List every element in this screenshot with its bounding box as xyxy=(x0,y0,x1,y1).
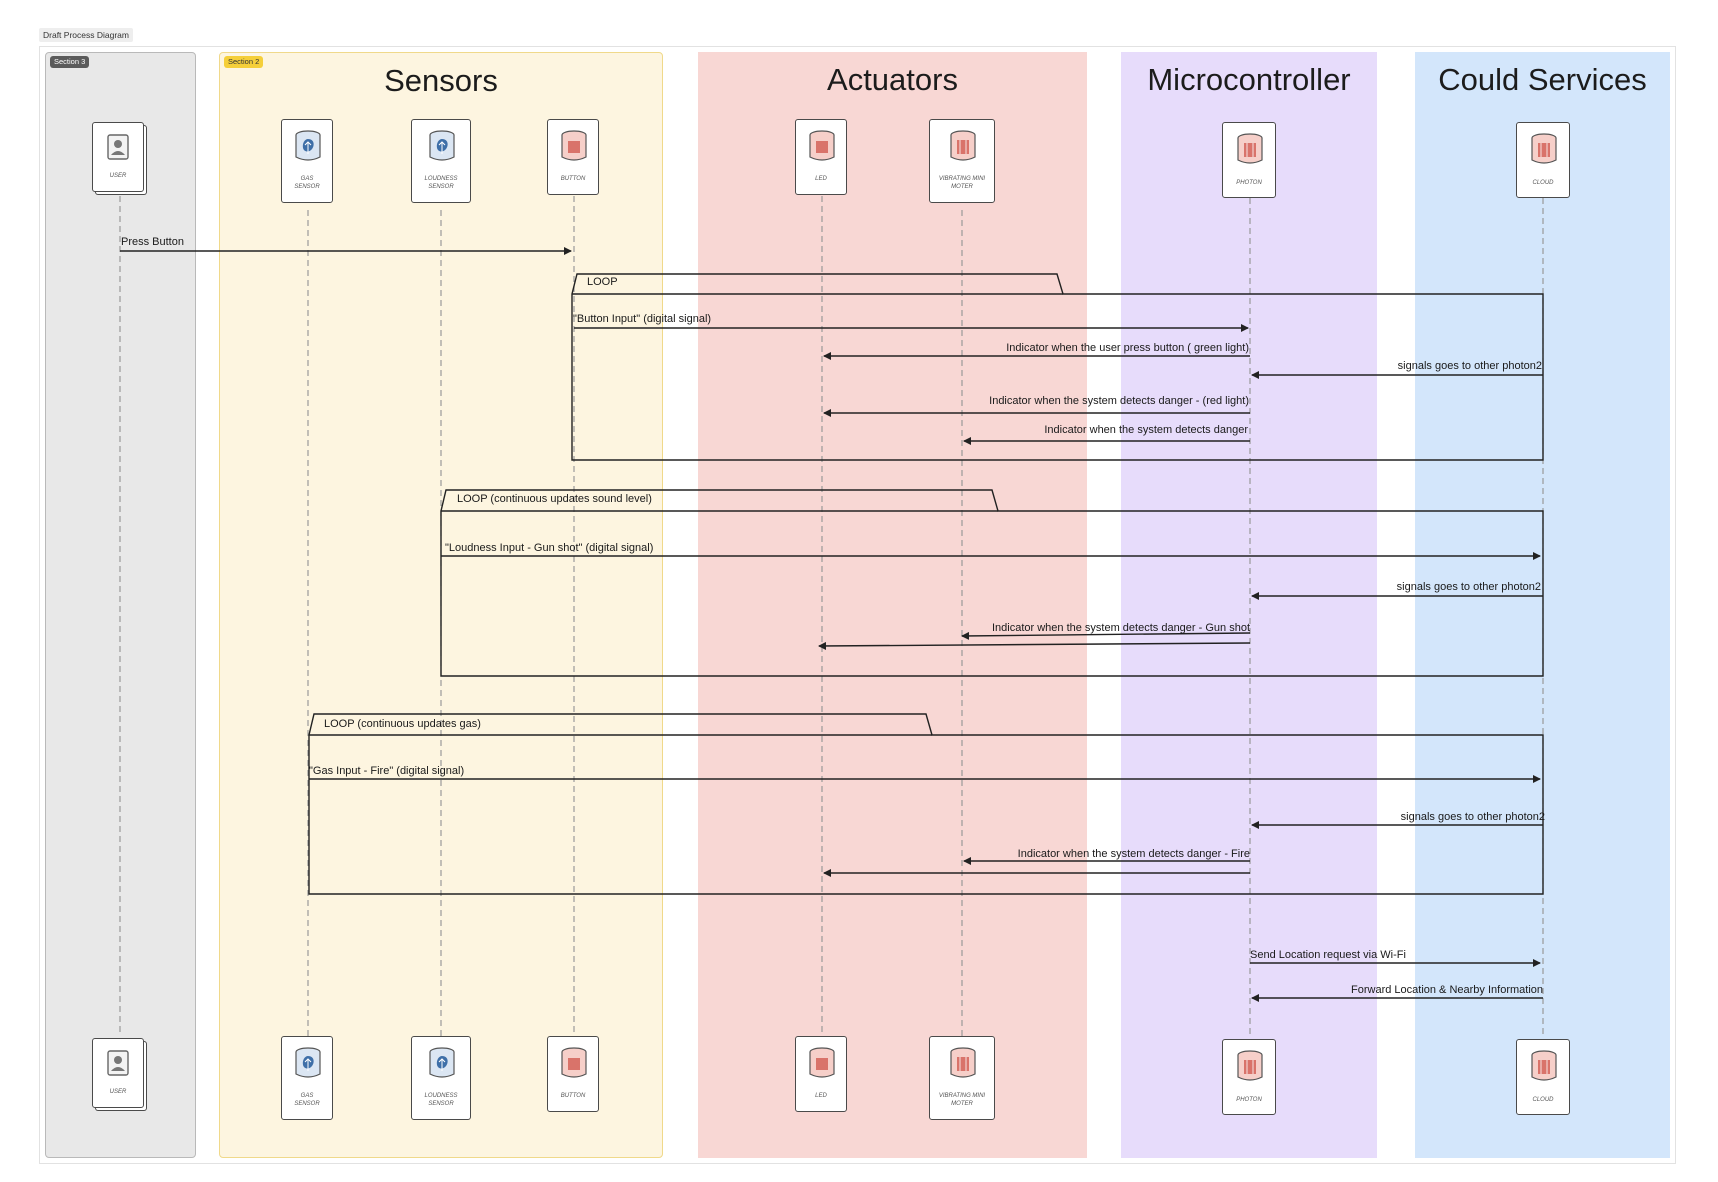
node-label: LOUDNESS SENSOR xyxy=(424,1093,458,1107)
node-loudness-sensor-bottom[interactable]: LOUDNESS SENSOR xyxy=(411,1036,471,1120)
node-button-top[interactable]: BUTTON xyxy=(547,119,599,195)
node-label: GAS SENSOR xyxy=(294,176,320,190)
node-label: USER xyxy=(109,173,127,179)
node-label: VIBRATING MINI MOTER xyxy=(938,176,986,190)
board-tag[interactable]: Draft Process Diagram xyxy=(39,28,133,42)
message-press-button: Press Button xyxy=(121,236,184,248)
node-label: LOUDNESS SENSOR xyxy=(424,176,458,190)
sensor-icon xyxy=(429,130,455,161)
component-icon xyxy=(1531,133,1557,164)
loop-frame-3 xyxy=(308,713,1544,895)
node-led-top[interactable]: LED xyxy=(795,119,847,195)
section-microcontroller[interactable]: Microcontroller xyxy=(1121,52,1377,1158)
node-motor-top[interactable]: VIBRATING MINI MOTER xyxy=(929,119,995,203)
message-location-request: Send Location request via Wi-Fi xyxy=(1250,949,1406,961)
section-actuators[interactable]: Actuators xyxy=(698,52,1087,1158)
node-label: CLOUD xyxy=(1532,1097,1554,1103)
loop-frame-1 xyxy=(571,273,1544,461)
message-gunshot: Indicator when the system detects danger… xyxy=(991,622,1250,634)
component-icon xyxy=(561,130,587,161)
message-forward-location: Forward Location & Nearby Information xyxy=(1351,984,1543,996)
section-3-tag: Section 3 xyxy=(50,56,90,68)
node-user-bottom[interactable]: USER xyxy=(92,1038,144,1108)
component-icon xyxy=(950,1047,976,1078)
message-danger: Indicator when the system detects danger xyxy=(1044,424,1248,436)
node-button-bottom[interactable]: BUTTON xyxy=(547,1036,599,1112)
loop-label-2: LOOP (continuous updates sound level) xyxy=(457,493,652,505)
node-gas-sensor-top[interactable]: GAS SENSOR xyxy=(281,119,333,203)
loop-label-1: LOOP xyxy=(587,276,618,288)
sensor-icon xyxy=(429,1047,455,1078)
arrow-gunshot-motor xyxy=(961,631,1251,640)
arrow-gunshot-led xyxy=(818,641,1251,650)
component-icon xyxy=(1531,1050,1557,1081)
node-motor-bottom[interactable]: VIBRATING MINI MOTER xyxy=(929,1036,995,1120)
component-icon xyxy=(561,1047,587,1078)
section-title-microcontroller: Microcontroller xyxy=(1147,62,1351,97)
message-signals-3: signals goes to other photon2 xyxy=(1400,811,1545,823)
component-icon xyxy=(809,1047,835,1078)
message-loudness-input: "Loudness Input - Gun shot" (digital sig… xyxy=(445,542,654,554)
node-label: PHOTON xyxy=(1236,180,1262,186)
node-cloud-bottom[interactable]: CLOUD xyxy=(1516,1039,1570,1115)
message-red-light: Indicator when the system detects danger… xyxy=(989,395,1249,407)
message-signals-1: signals goes to other photon2 xyxy=(1397,360,1542,372)
node-label: GAS SENSOR xyxy=(294,1093,320,1107)
node-label: USER xyxy=(109,1089,127,1095)
node-photon-top[interactable]: PHOTON xyxy=(1222,122,1276,198)
user-icon xyxy=(107,134,129,160)
message-button-input: "Button Input" (digital signal) xyxy=(573,313,712,325)
node-label: PHOTON xyxy=(1236,1097,1262,1103)
sensor-icon xyxy=(295,1047,321,1078)
section-2-tag: Section 2 xyxy=(224,56,264,68)
node-cloud-top[interactable]: CLOUD xyxy=(1516,122,1570,198)
message-signals-2: signals goes to other photon2 xyxy=(1396,581,1541,593)
node-label: LED xyxy=(815,176,827,182)
board-frame xyxy=(39,46,1676,1164)
node-label: VIBRATING MINI MOTER xyxy=(938,1093,986,1107)
node-gas-sensor-bottom[interactable]: GAS SENSOR xyxy=(281,1036,333,1120)
section-title-sensors: Sensors xyxy=(384,63,498,98)
component-icon xyxy=(1237,133,1263,164)
user-icon xyxy=(107,1050,129,1076)
section-title-cloud: Could Services xyxy=(1438,62,1647,97)
component-icon xyxy=(950,130,976,161)
component-icon xyxy=(809,130,835,161)
node-label: CLOUD xyxy=(1532,180,1554,186)
section-title-actuators: Actuators xyxy=(827,62,958,97)
message-green-light: Indicator when the user press button ( g… xyxy=(1006,342,1249,354)
message-fire: Indicator when the system detects danger… xyxy=(1017,848,1250,860)
node-photon-bottom[interactable]: PHOTON xyxy=(1222,1039,1276,1115)
node-label: BUTTON xyxy=(560,176,586,182)
loop-frame-2 xyxy=(440,489,1544,677)
component-icon xyxy=(1237,1050,1263,1081)
node-loudness-sensor-top[interactable]: LOUDNESS SENSOR xyxy=(411,119,471,203)
node-label: BUTTON xyxy=(560,1093,586,1099)
loop-label-3: LOOP (continuous updates gas) xyxy=(324,718,481,730)
sensor-icon xyxy=(295,130,321,161)
node-led-bottom[interactable]: LED xyxy=(795,1036,847,1112)
node-user-top[interactable]: USER xyxy=(92,122,144,192)
message-gas-input: "Gas Input - Fire" (digital signal) xyxy=(309,765,465,777)
node-label: LED xyxy=(815,1093,827,1099)
